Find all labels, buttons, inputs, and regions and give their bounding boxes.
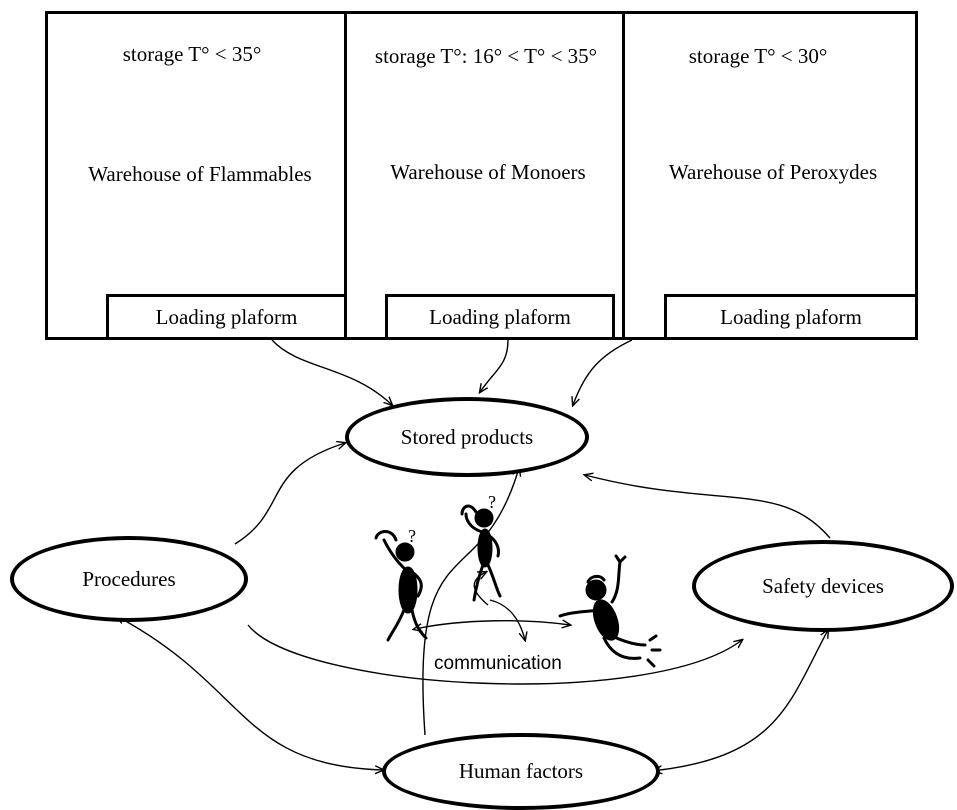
warehouse-flammables — [45, 11, 347, 340]
arrow-communication-down — [489, 599, 525, 640]
arrow-procedures-human — [122, 619, 383, 770]
loading-platform-flammables: Loading plaform — [106, 294, 347, 340]
node-procedures: Procedures — [10, 536, 248, 622]
questioning-person-icon — [460, 504, 502, 602]
question-mark-2: ? — [488, 492, 496, 512]
question-mark-1: ? — [408, 526, 416, 546]
arrow-communication — [420, 621, 570, 628]
arrow-flammables-to-stored — [271, 339, 392, 405]
arrow-safety-to-stored — [585, 475, 831, 539]
warehouse-name-peroxydes: Warehouse of Peroxydes — [668, 160, 878, 184]
confused-person-icon — [374, 530, 428, 642]
warehouse-monoers — [344, 11, 625, 340]
node-human-factors: Human factors — [382, 733, 660, 810]
node-stored-products: Stored products — [345, 397, 589, 477]
communication-label: communication — [434, 653, 562, 674]
arrow-peroxydes-to-stored — [573, 339, 633, 405]
storage-label-monoers: storage T°: 16° < T° < 35° — [374, 44, 598, 68]
storage-label-peroxydes: storage T° < 30° — [688, 44, 828, 68]
arrow-procedures-to-stored — [234, 443, 345, 545]
warehouse-name-monoers: Warehouse of Monoers — [390, 160, 586, 184]
loading-platform-monoers: Loading plaform — [385, 294, 615, 340]
loading-platform-peroxydes: Loading plaform — [664, 294, 918, 340]
arrow-human-to-stored — [422, 468, 519, 736]
arrow-monoers-to-stored — [480, 339, 509, 392]
storage-label-flammables: storage T° < 35° — [122, 42, 262, 66]
falling-person-icon — [558, 554, 662, 668]
arrow-human-safety — [660, 630, 828, 770]
warehouse-name-flammables: Warehouse of Flammables — [88, 162, 312, 186]
node-safety-devices: Safety devices — [692, 540, 954, 632]
arrow-figure-up — [473, 572, 489, 606]
warehouse-peroxydes — [622, 11, 918, 340]
